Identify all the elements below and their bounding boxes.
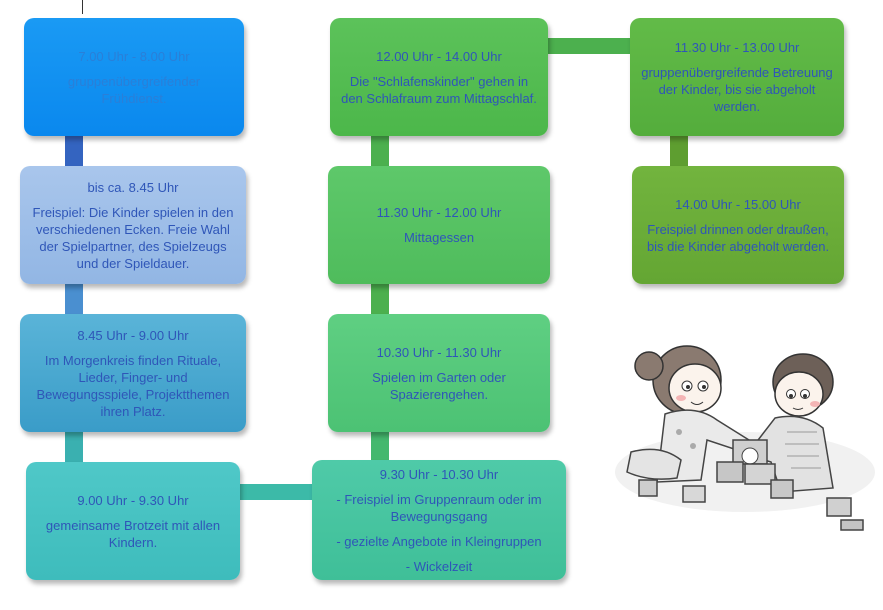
schedule-box-14-00: 14.00 Uhr - 15.00 Uhr Freispiel drinnen … (632, 166, 844, 284)
time-label: 9.30 Uhr - 10.30 Uhr (379, 466, 499, 482)
connector-4-5 (238, 484, 316, 500)
schedule-box-10-30: 10.30 Uhr - 11.30 Uhr Spielen im Garten … (328, 314, 550, 432)
schedule-box-9-30: 9.30 Uhr - 10.30 Uhr - Freispiel im Grup… (312, 460, 566, 580)
description-text: Spielen im Garten oder Spazierengehen. (372, 369, 506, 402)
schedule-box-7-00: 7.00 Uhr - 8.00 Uhr gruppenübergreifende… (24, 18, 244, 136)
time-label: 7.00 Uhr - 8.00 Uhr (78, 48, 190, 64)
description-text: Freispiel drinnen oder draußen, bis die … (646, 221, 830, 254)
time-label: 12.00 Uhr - 14.00 Uhr (376, 48, 502, 64)
connector-7-8 (371, 134, 389, 168)
description-line: - Freispiel im Gruppenraum oder im Beweg… (336, 491, 542, 524)
time-label: 11.30 Uhr - 13.00 Uhr (674, 40, 800, 55)
connector-2-3 (65, 282, 83, 316)
time-label: 11.30 Uhr - 12.00 Uhr (376, 205, 502, 220)
description-text: Mittagessen (403, 230, 475, 245)
description-text: gemeinsame Brotzeit mit allen Kindern. (45, 517, 221, 550)
connector-1-2 (65, 134, 83, 168)
connector-5-6 (371, 430, 389, 464)
description-text: Die "Schlafenskinder" gehen in den Schla… (341, 73, 537, 106)
description-text: Im Morgenkreis finden Rituale, Lieder, F… (36, 352, 230, 419)
schedule-box-8-45: 8.45 Uhr - 9.00 Uhr Im Morgenkreis finde… (20, 314, 246, 432)
schedule-box-11-30-mittag: 11.30 Uhr - 12.00 Uhr Mittagessen (328, 166, 550, 284)
connector-8-9 (545, 38, 635, 54)
time-label: 9.00 Uhr - 9.30 Uhr (77, 492, 189, 508)
description-text: Freispiel: Die Kinder spielen in den ver… (32, 204, 234, 271)
time-label: 10.30 Uhr - 11.30 Uhr (376, 344, 502, 360)
schedule-box-12-00: 12.00 Uhr - 14.00 Uhr Die "Schlafenskind… (330, 18, 548, 136)
time-label: 14.00 Uhr - 15.00 Uhr (675, 196, 801, 212)
children-playing-illustration (615, 345, 875, 531)
description-text: gruppenübergreifende Betreuung der Kinde… (641, 65, 833, 114)
schedule-box-11-30-betreuung: 11.30 Uhr - 13.00 Uhr gruppenübergreifen… (630, 18, 844, 136)
time-label: bis ca. 8.45 Uhr (87, 179, 179, 195)
text-cursor (82, 0, 83, 14)
time-label: 8.45 Uhr - 9.00 Uhr (77, 327, 189, 343)
description-line: - Wickelzeit (405, 558, 473, 574)
connector-9-10 (670, 134, 688, 168)
schedule-box-bis-8-45: bis ca. 8.45 Uhr Freispiel: Die Kinder s… (20, 166, 246, 284)
connector-3-4 (65, 430, 83, 464)
description-line: - gezielte Angebote in Kleingruppen (336, 533, 542, 549)
description-text: gruppenübergreifender Frühdienst. (67, 73, 201, 106)
connector-6-7 (371, 282, 389, 316)
schedule-box-9-00: 9.00 Uhr - 9.30 Uhr gemeinsame Brotzeit … (26, 462, 240, 580)
